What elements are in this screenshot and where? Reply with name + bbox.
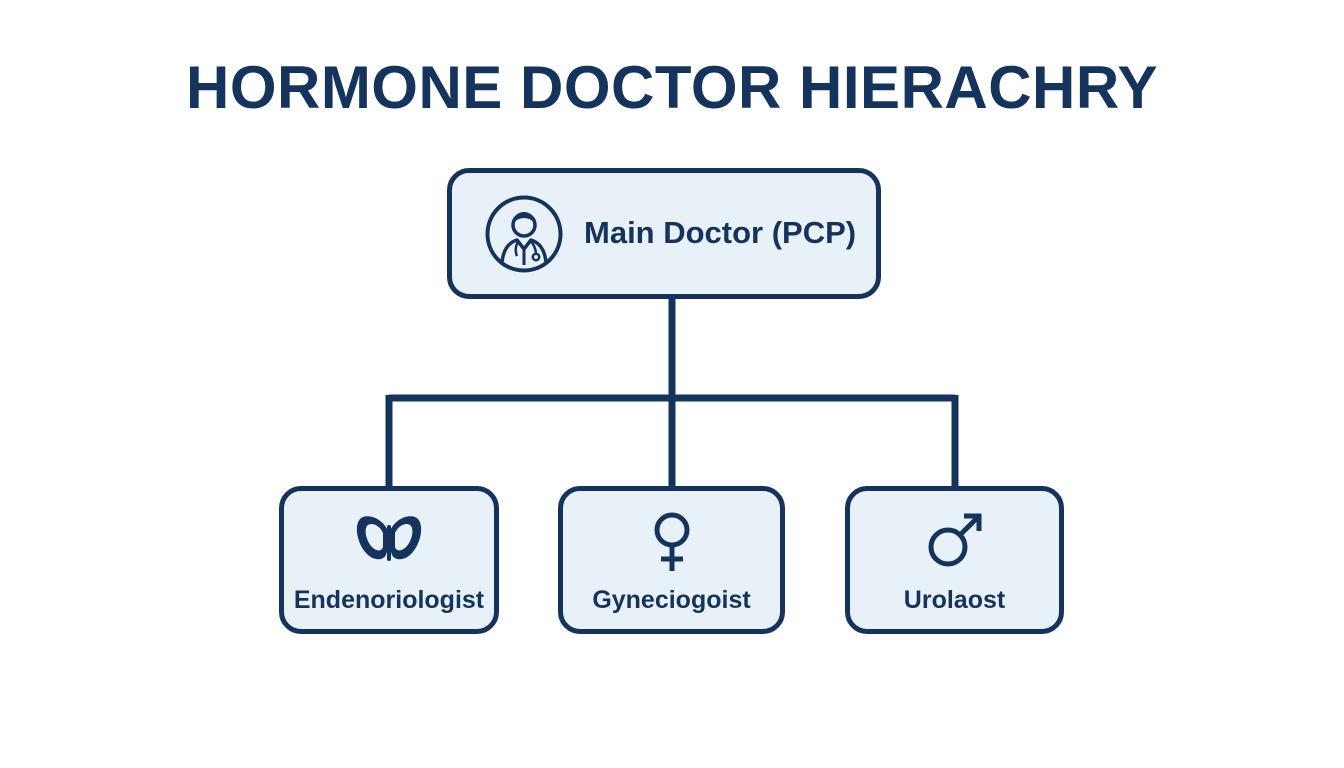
male-symbol-icon (928, 513, 981, 567)
child-node-urologist: Urolaost (845, 486, 1064, 634)
root-node-label: Main Doctor (PCP) (584, 215, 857, 250)
child-node-label: Gyneciogoist (592, 586, 751, 614)
female-symbol-icon (654, 512, 689, 571)
child-node-endocrinologist: Endenoriologist (279, 486, 499, 634)
child-node-label: Endenoriologist (293, 586, 485, 614)
diagram-title: HORMONE DOCTOR HIERACHRY (185, 54, 1159, 121)
butterfly-thyroid-icon (356, 516, 422, 561)
root-node: Main Doctor (PCP) (447, 168, 881, 299)
child-node-gynecologist: Gyneciogoist (558, 486, 785, 634)
doctor-icon (485, 195, 563, 273)
child-node-label: Urolaost (903, 586, 1006, 614)
